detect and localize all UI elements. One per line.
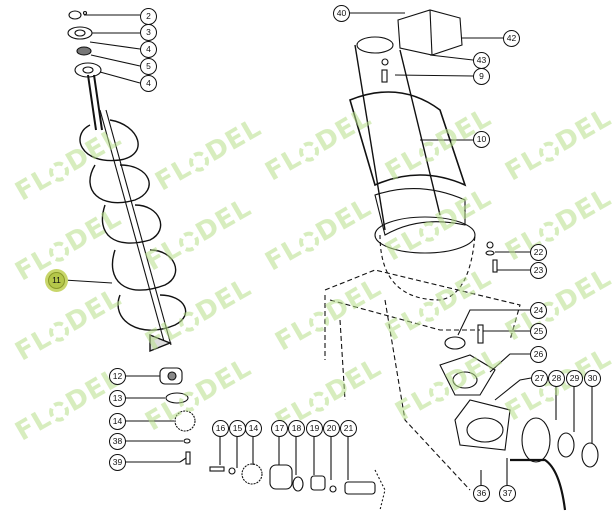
- part-callout-4a[interactable]: 4: [140, 41, 157, 58]
- auger-shaft: [87, 74, 172, 346]
- part-callout-15[interactable]: 15: [229, 420, 246, 437]
- part-callout-23[interactable]: 23: [530, 262, 547, 279]
- part-callout-36[interactable]: 36: [473, 485, 490, 502]
- bottom-housing: [454, 377, 599, 511]
- gearbox-top: [349, 9, 503, 83]
- part-callout-26[interactable]: 26: [530, 346, 547, 363]
- part-callout-28[interactable]: 28: [548, 370, 565, 387]
- part-callout-9[interactable]: 9: [473, 68, 490, 85]
- part-callout-40[interactable]: 40: [333, 5, 350, 22]
- part-callout-43[interactable]: 43: [473, 52, 490, 69]
- auger-tube: [349, 36, 476, 301]
- gear-stack-left: [125, 367, 196, 465]
- part-callout-21[interactable]: 21: [340, 420, 357, 437]
- part-callout-27[interactable]: 27: [531, 370, 548, 387]
- auger-flights: [79, 119, 187, 353]
- part-callout-20[interactable]: 20: [323, 420, 340, 437]
- hardware-22-26: [439, 241, 530, 396]
- part-callout-24[interactable]: 24: [530, 302, 547, 319]
- part-callout-11[interactable]: 11: [48, 272, 65, 289]
- part-callout-14a[interactable]: 14: [109, 413, 126, 430]
- part-callout-39[interactable]: 39: [109, 454, 126, 471]
- part-callout-4b[interactable]: 4: [140, 75, 157, 92]
- part-callout-12[interactable]: 12: [109, 368, 126, 385]
- part-callout-38[interactable]: 38: [109, 433, 126, 450]
- part-callout-37[interactable]: 37: [499, 485, 516, 502]
- part-callout-10[interactable]: 10: [473, 131, 490, 148]
- part-callout-14b[interactable]: 14: [245, 420, 262, 437]
- part-callout-25[interactable]: 25: [530, 323, 547, 340]
- part-callout-22[interactable]: 22: [530, 244, 547, 261]
- top-bearing-stack: [67, 10, 141, 84]
- part-callout-29[interactable]: 29: [566, 370, 583, 387]
- part-callout-17[interactable]: 17: [271, 420, 288, 437]
- part-callout-19[interactable]: 19: [306, 420, 323, 437]
- part-callout-5[interactable]: 5: [140, 58, 157, 75]
- part-callout-42[interactable]: 42: [503, 30, 520, 47]
- part-callout-30[interactable]: 30: [584, 370, 601, 387]
- frame-outline: [324, 269, 521, 491]
- part-callout-3[interactable]: 3: [140, 24, 157, 41]
- part-callout-13[interactable]: 13: [109, 390, 126, 407]
- part-callout-16[interactable]: 16: [212, 420, 229, 437]
- part-callout-18[interactable]: 18: [288, 420, 305, 437]
- part-callout-2[interactable]: 2: [140, 8, 157, 25]
- drive-shaft-row: [209, 437, 386, 511]
- leader-11: [63, 279, 113, 284]
